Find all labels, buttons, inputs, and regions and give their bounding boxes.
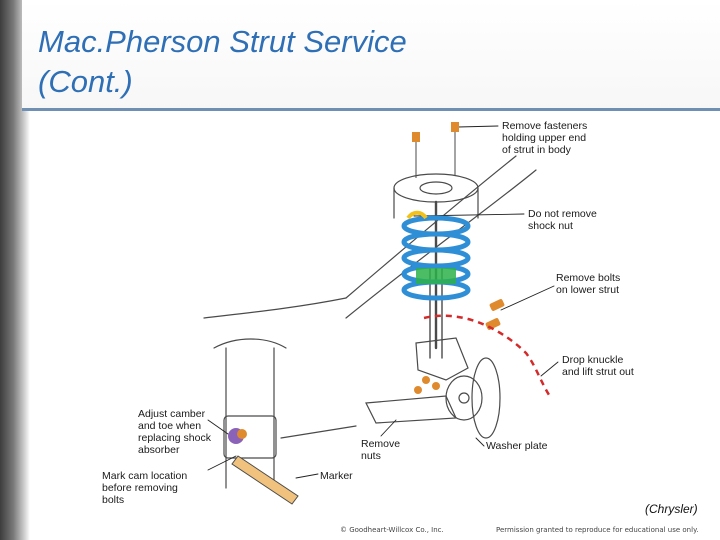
callout-remove-bolts: Remove bolts on lower strut bbox=[556, 272, 620, 296]
callout-mark-cam: Mark cam location before removing bolts bbox=[102, 470, 187, 506]
marker-pencil bbox=[232, 456, 298, 504]
leader-remove-fasteners bbox=[458, 126, 498, 127]
leader-drop-knuckle bbox=[541, 362, 558, 376]
hub-center bbox=[459, 393, 469, 403]
title-divider bbox=[22, 108, 720, 111]
callout-marker: Marker bbox=[320, 470, 353, 482]
leader-remove-bolts bbox=[501, 286, 554, 310]
lower-arm-nuts bbox=[414, 376, 440, 394]
callout-adjust-camber: Adjust camber and toe when replacing sho… bbox=[138, 408, 211, 456]
strut-service-illustration: Remove fasteners holding upper end of st… bbox=[96, 118, 636, 520]
lower-strut-bolts bbox=[485, 298, 505, 330]
slide-title: Mac.Pherson Strut Service (Cont.) bbox=[38, 22, 638, 102]
callout-do-not-remove: Do not remove shock nut bbox=[528, 208, 597, 232]
cam-bolt bbox=[237, 429, 247, 439]
spring-boot-band bbox=[416, 268, 456, 284]
strut-mount-center bbox=[420, 182, 452, 194]
frame-rail-top bbox=[214, 339, 286, 348]
leader-mark-cam bbox=[208, 456, 236, 470]
upper-fasteners bbox=[412, 122, 459, 178]
callout-drop-knuckle: Drop knuckle and lift strut out bbox=[562, 354, 634, 378]
callout-remove-fasteners: Remove fasteners holding upper end of st… bbox=[502, 120, 587, 156]
upper-fastener-right bbox=[451, 122, 459, 132]
image-credit: (Chrysler) bbox=[645, 502, 698, 516]
leader-adjust-camber bbox=[208, 420, 228, 434]
callout-washer-plate: Washer plate bbox=[486, 440, 547, 452]
leader-washer-plate bbox=[476, 438, 484, 446]
wheel-hub bbox=[446, 376, 482, 420]
brake-rotor bbox=[472, 358, 500, 438]
footer-copyright: © Goodheart-Willcox Co., Inc. bbox=[340, 526, 444, 534]
callout-remove-nuts: Remove nuts bbox=[361, 438, 400, 462]
cam-to-arm-link bbox=[281, 426, 356, 438]
strut-tower-top bbox=[394, 174, 478, 202]
footer-permission: Permission granted to reproduce for educ… bbox=[496, 526, 698, 534]
leader-marker bbox=[296, 474, 318, 478]
body-panel-line bbox=[204, 298, 346, 318]
lower-control-arm bbox=[366, 396, 456, 423]
upper-fastener-left bbox=[412, 132, 420, 142]
